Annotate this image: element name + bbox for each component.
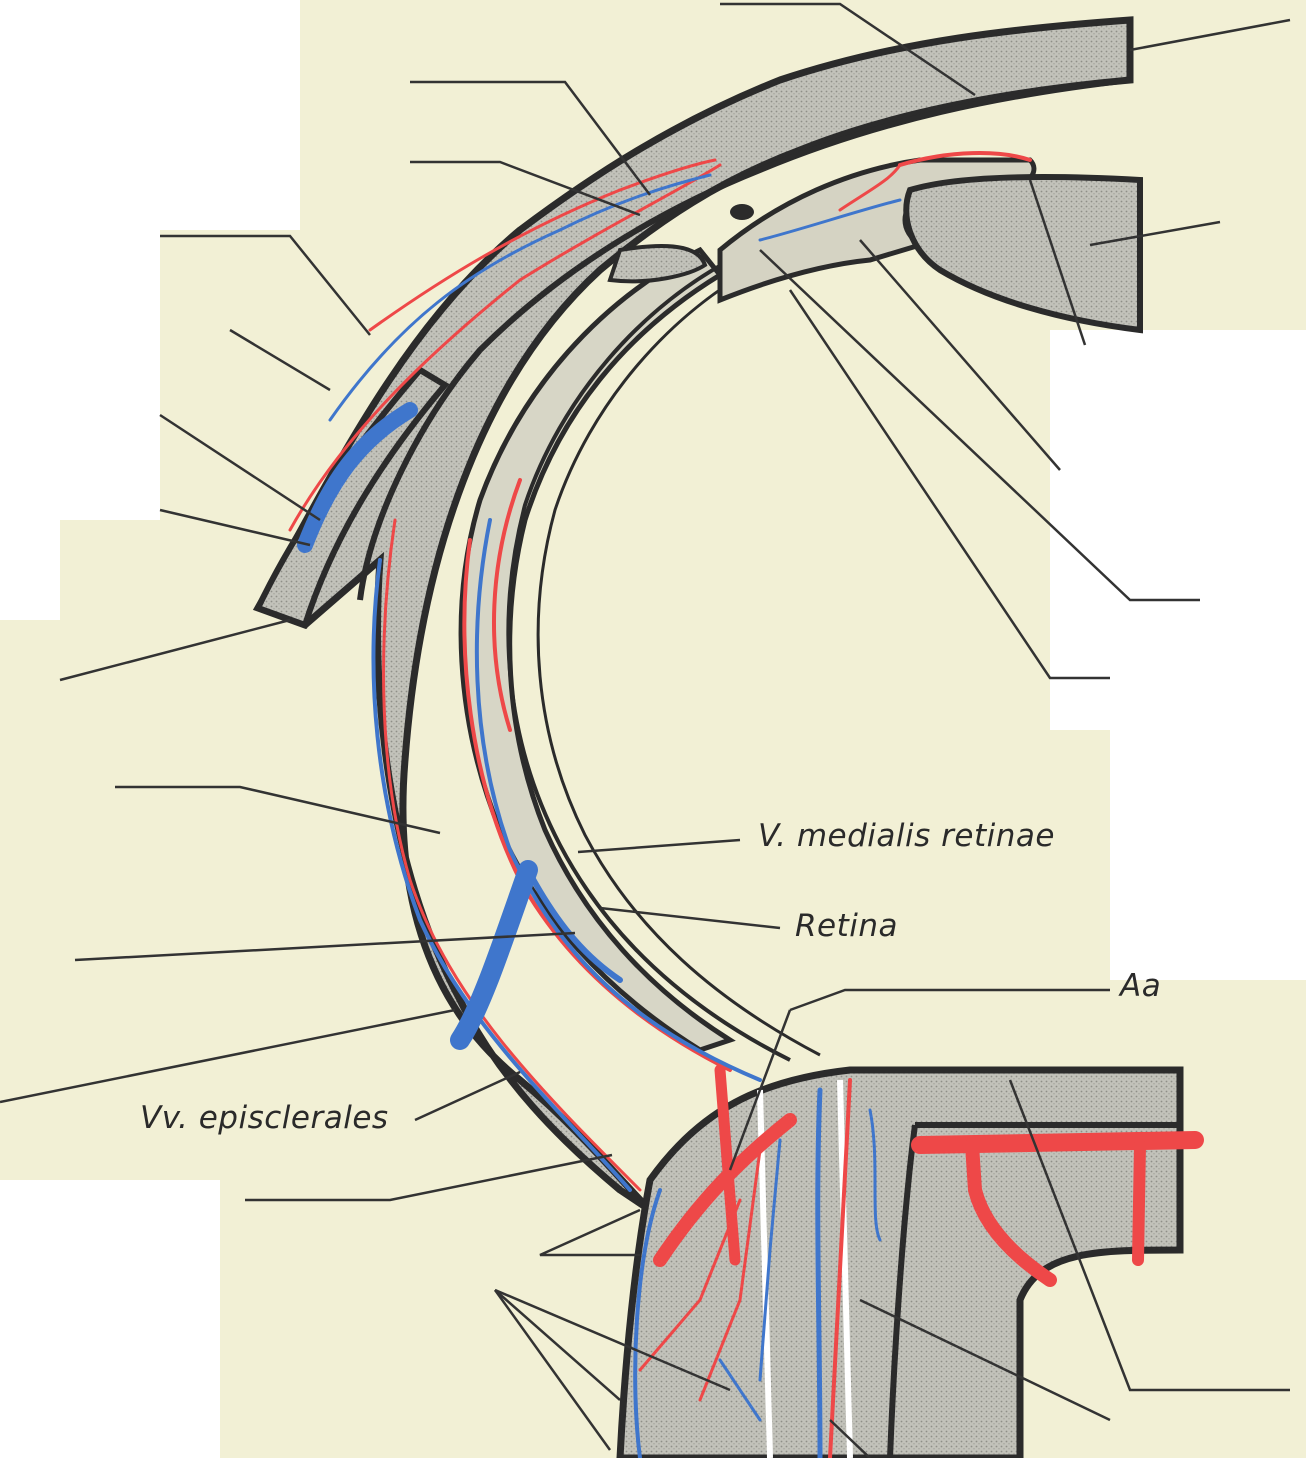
- label-retina: Retina: [795, 908, 899, 944]
- label-aa: Aa: [1120, 968, 1162, 1004]
- label-v-medialis-retinae: V. medialis retinae: [758, 818, 1055, 854]
- label-vv-episclerales: Vv. episclerales: [140, 1100, 389, 1136]
- veins: [297, 173, 902, 1458]
- conjunctiva-flap: [253, 366, 450, 629]
- ciliary-body-iris: [607, 157, 1143, 334]
